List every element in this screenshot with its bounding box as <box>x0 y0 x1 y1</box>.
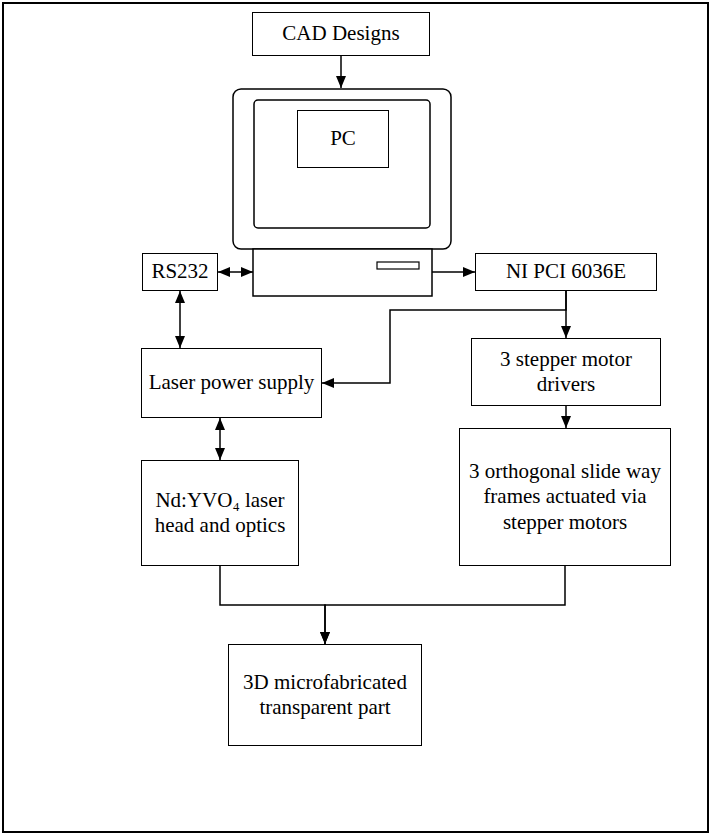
box-label: Laser power supply <box>145 368 319 397</box>
box-label: RS232 <box>147 257 212 286</box>
connector-arrow <box>219 418 221 460</box>
connector-arrow <box>565 406 567 428</box>
computer-node: PC <box>232 88 452 297</box>
connector-arrow <box>218 271 253 273</box>
process-box: NI PCI 6036E <box>475 253 657 291</box>
process-box: 3D microfabricated transparent part <box>228 644 422 746</box>
connector-arrow <box>220 566 325 644</box>
connector-arrow <box>179 291 181 348</box>
process-box: 3 orthogonal slide way frames actuated v… <box>459 428 671 566</box>
screen-box: PC <box>297 110 389 168</box>
box-label: Nd:YVO₄ laser head and optics <box>142 486 298 540</box>
outer-frame <box>3 3 708 832</box>
connector-arrow <box>565 291 567 338</box>
box-label: PC <box>326 124 360 153</box>
box-label: 3 stepper motor drivers <box>472 345 660 399</box>
box-label: NI PCI 6036E <box>502 257 630 286</box>
process-box: 3 stepper motor drivers <box>471 338 661 406</box>
process-box: Nd:YVO₄ laser head and optics <box>141 460 299 566</box>
connector-arrow <box>432 271 475 273</box>
box-label: 3 orthogonal slide way frames actuated v… <box>460 457 670 537</box>
process-box: Laser power supply <box>141 348 322 418</box>
connector-arrow <box>325 566 565 644</box>
process-box: CAD Designs <box>252 12 430 56</box>
connector-arrow <box>340 56 342 88</box>
box-label: CAD Designs <box>278 19 403 48</box>
box-label: 3D microfabricated transparent part <box>229 668 421 722</box>
process-box: RS232 <box>142 253 218 291</box>
